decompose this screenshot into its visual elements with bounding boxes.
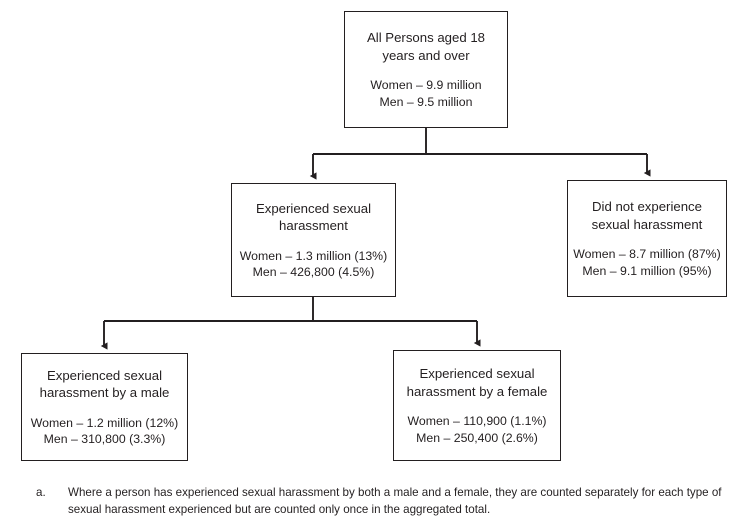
node-harassment-by-male-stats: Women – 1.2 million (12%) Men – 310,800 … xyxy=(30,415,179,446)
node-did-not-experience-harassment-title: Did not experience sexual harassment xyxy=(591,199,703,232)
node-harassment-by-female-title: Experienced sexual harassment by a femal… xyxy=(406,366,548,399)
node-experienced-harassment[interactable]: Experienced sexual harassment Women – 1.… xyxy=(231,183,396,297)
node-harassment-by-male[interactable]: Experienced sexual harassment by a male … xyxy=(21,353,188,461)
footnote-text: Where a person has experienced sexual ha… xyxy=(68,486,722,517)
node-all-persons[interactable]: All Persons aged 18 years and over Women… xyxy=(344,11,508,128)
connector-experienced-to-level3 xyxy=(100,297,481,350)
node-harassment-by-male-title: Experienced sexual harassment by a male xyxy=(39,367,170,401)
connector-root-to-level2 xyxy=(309,128,651,180)
footnote: a. Where a person has experienced sexual… xyxy=(36,484,736,519)
node-harassment-by-female[interactable]: Experienced sexual harassment by a femal… xyxy=(393,350,561,461)
node-experienced-harassment-stats: Women – 1.3 million (13%) Men – 426,800 … xyxy=(239,248,388,279)
node-all-persons-title: All Persons aged 18 years and over xyxy=(366,30,486,63)
node-experienced-harassment-title: Experienced sexual harassment xyxy=(255,200,372,234)
node-did-not-experience-harassment[interactable]: Did not experience sexual harassment Wom… xyxy=(567,180,727,297)
node-harassment-by-female-stats: Women – 110,900 (1.1%) Men – 250,400 (2.… xyxy=(407,414,547,445)
footnote-marker: a. xyxy=(36,486,46,499)
node-did-not-experience-harassment-stats: Women – 8.7 million (87%) Men – 9.1 mill… xyxy=(573,247,721,278)
node-all-persons-stats: Women – 9.9 million Men – 9.5 million xyxy=(370,78,482,109)
